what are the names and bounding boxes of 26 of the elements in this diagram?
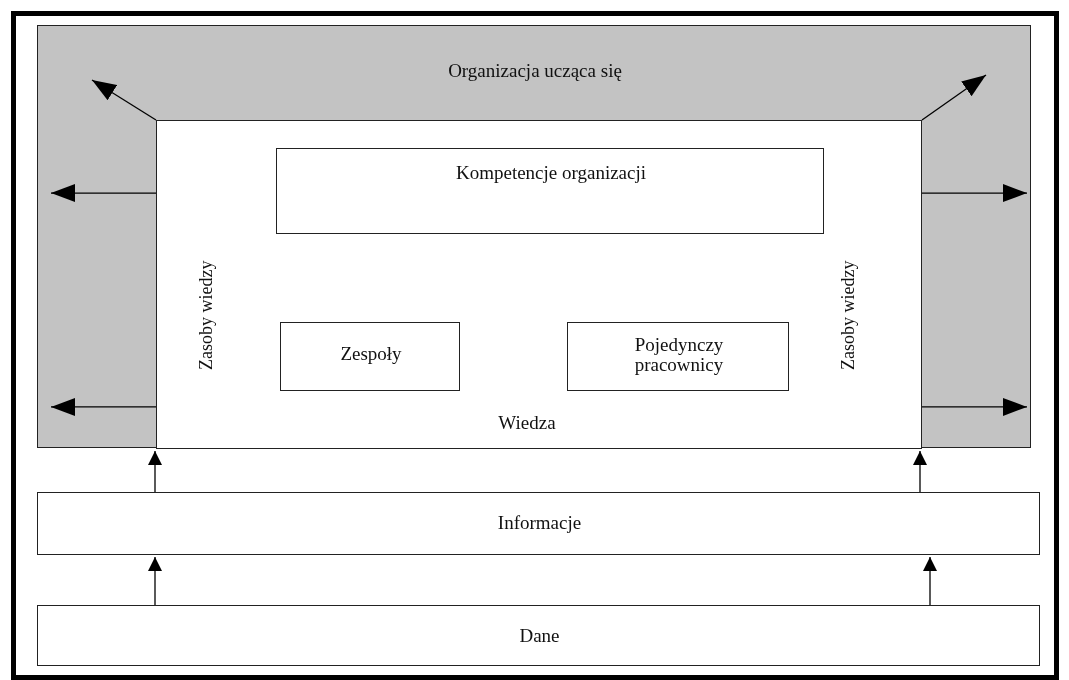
arrow [921, 184, 1028, 203]
box-title: Wiedza [497, 413, 557, 433]
arrow [91, 79, 157, 121]
arrow [921, 74, 987, 121]
box-label: Dane [518, 626, 561, 646]
box-label: Kompetencje organizacji [454, 163, 648, 183]
vertical-label: Zasoby wiedzy [197, 260, 216, 370]
process-box [37, 605, 1040, 666]
learning-organization-band [37, 25, 1031, 448]
box-label: Pojedynczy pracownicy [633, 335, 725, 375]
knowledge-box [156, 120, 922, 449]
band-title: Organizacja ucząca się [447, 61, 623, 81]
arrow [148, 450, 162, 493]
arrow [50, 397, 157, 416]
process-box [276, 148, 824, 234]
arrow [921, 397, 1028, 416]
arrow [913, 450, 927, 493]
process-box [37, 492, 1040, 555]
process-box [280, 322, 460, 391]
box-label: Zespoły [339, 344, 403, 364]
arrow [923, 556, 937, 606]
arrow [50, 184, 157, 203]
vertical-label: Zasoby wiedzy [839, 260, 858, 370]
box-label: Informacje [496, 513, 583, 533]
process-box [567, 322, 789, 391]
arrow [148, 556, 162, 606]
